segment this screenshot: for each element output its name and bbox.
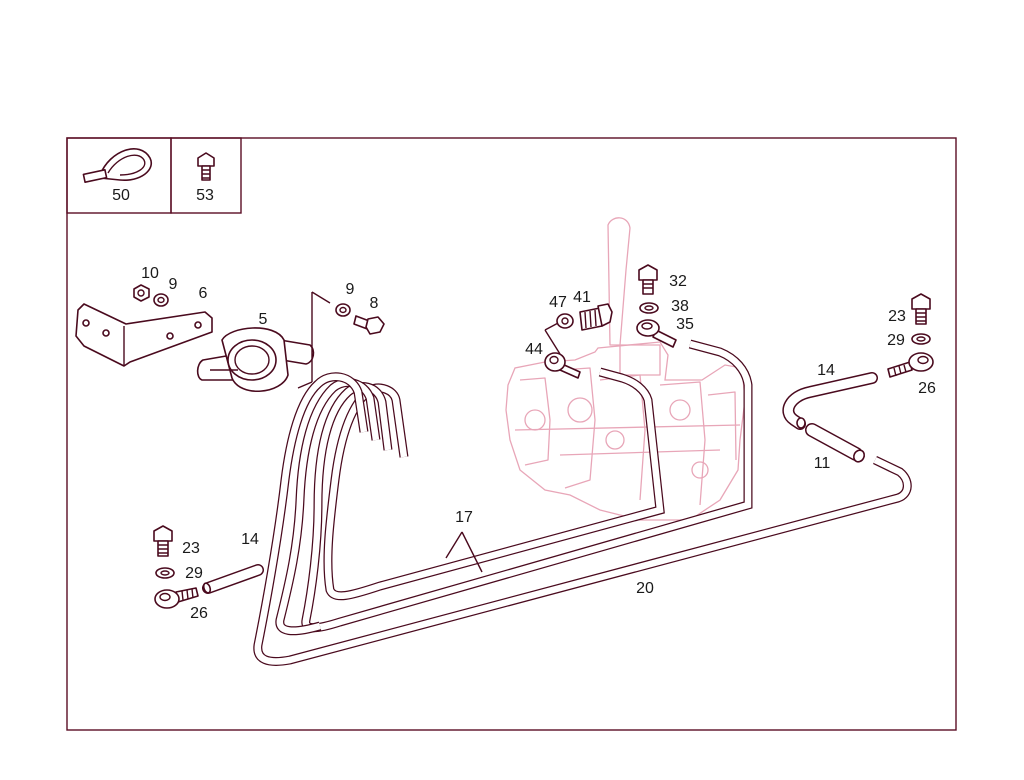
bracket-part [75,303,213,367]
label-29: 29 [887,332,905,349]
label-10: 10 [141,265,159,282]
transmission-housing [505,217,746,521]
nut-part [133,284,150,302]
leader-line [544,321,561,355]
leader-line [445,531,483,573]
label-26: 26 [918,380,936,397]
label-26: 26 [190,605,208,622]
brake-line-bundle [253,339,912,666]
sealing-washer-part [556,313,574,329]
label-44: 44 [525,341,543,358]
label-6: 6 [199,285,208,302]
banjo-fitting-part [887,352,934,378]
label-14: 14 [817,362,835,379]
label-23: 23 [182,540,200,557]
label-32: 32 [669,273,687,290]
bolt-part [353,315,385,335]
hollow-bolt-part [153,525,173,557]
hollow-bolt-part [911,293,931,325]
label-14: 14 [241,531,259,548]
washer-part [335,303,351,317]
hollow-bolt-part [638,264,658,295]
diagram-frame [66,137,957,731]
sealing-washer-part [911,333,931,345]
label-23: 23 [888,308,906,325]
hose-part [782,372,878,430]
hose-part [805,423,866,463]
banjo-fitting-part [636,319,677,348]
cable-tie-icon [82,148,153,183]
label-11: 11 [814,455,831,472]
banjo-fitting-part [154,587,199,609]
sealing-washer-part [639,302,659,314]
hose-part [202,564,264,594]
label-20: 20 [636,580,654,597]
label-47: 47 [549,294,567,311]
label-41: 41 [573,289,591,306]
label-53: 53 [196,187,214,204]
label-50: 50 [112,187,130,204]
label-8: 8 [370,295,379,312]
label-17: 17 [455,509,473,526]
washer-part [153,293,169,307]
sealing-washer-part [155,567,175,579]
bolt-icon [197,152,215,181]
part-labels: 10 9 6 5 9 8 47 41 44 32 38 35 23 29 26 … [141,265,936,622]
label-9: 9 [346,281,355,298]
leader-line [297,291,331,389]
hollow-bolt-part [579,303,613,331]
label-5: 5 [259,311,268,328]
label-38: 38 [671,298,689,315]
clamp-part [196,327,315,392]
banjo-fitting-part [544,352,581,379]
inset-box-bolt [170,137,242,214]
label-9: 9 [169,276,178,293]
label-29: 29 [185,565,203,582]
label-35: 35 [676,316,694,333]
